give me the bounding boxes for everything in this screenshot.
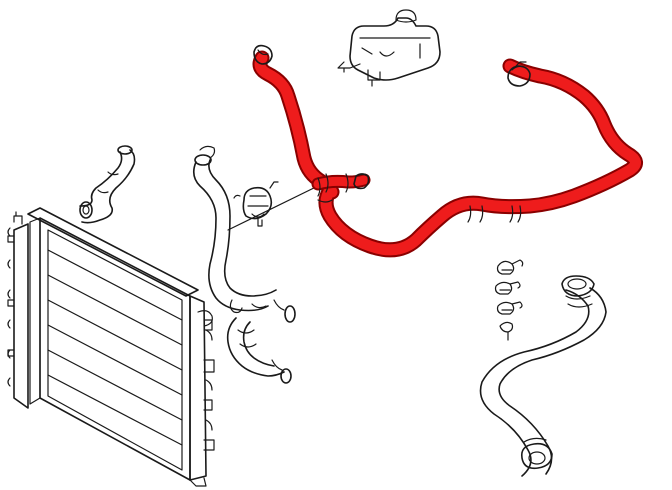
expansion-tank[interactable] [337, 9, 441, 87]
hose-clamps[interactable] [494, 259, 524, 341]
radiator[interactable] [7, 207, 215, 487]
lower-radiator-hose[interactable] [479, 275, 607, 477]
upper-hose-small[interactable] [79, 145, 136, 224]
thermostat-housing[interactable] [227, 181, 323, 231]
radiator-upper-hose[interactable] [192, 145, 296, 384]
heater-hose-assembly[interactable] [252, 44, 643, 258]
